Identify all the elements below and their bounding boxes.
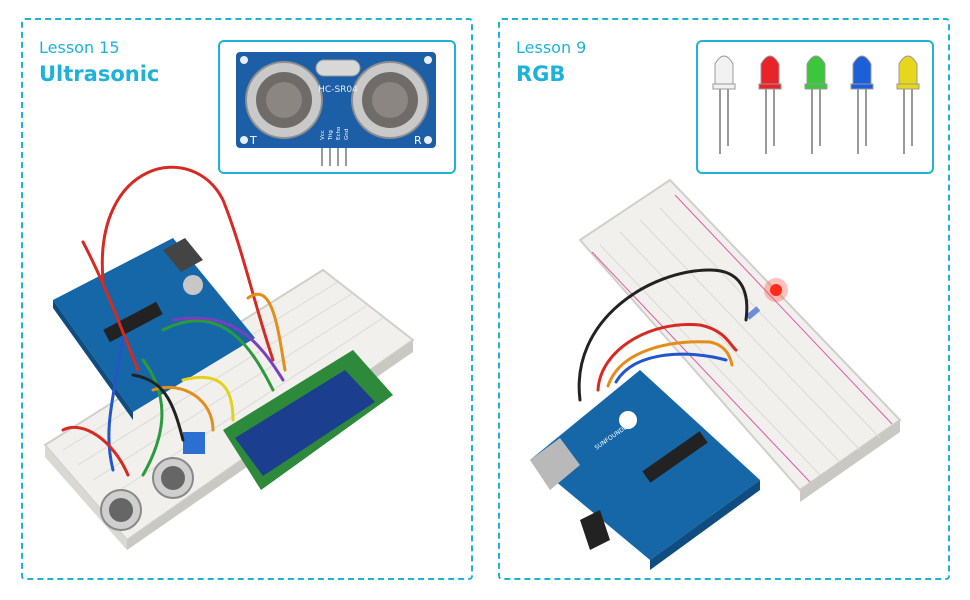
hc-sr04-module-photo: HC-SR04 T R Vcc Trig Echo Gnd <box>236 52 436 166</box>
led-blue <box>850 55 874 154</box>
usb-connector <box>530 438 580 490</box>
led-green <box>804 55 828 154</box>
lesson-number: Lesson 15 <box>39 38 120 57</box>
microcontroller-chip <box>103 301 163 343</box>
led <box>770 284 782 296</box>
resistor <box>745 306 761 320</box>
led-assortment-photo <box>712 55 920 154</box>
lcd-screen <box>235 370 375 476</box>
jumper-wires <box>61 165 287 477</box>
right-transducer <box>351 61 429 139</box>
rgb-lesson-card: Lesson 9 RGB SUNFOUNDER <box>498 18 950 580</box>
capacitor <box>183 275 203 295</box>
pin-label-trig: Trig <box>328 130 334 141</box>
potentiometer <box>183 432 205 454</box>
header-pins <box>321 148 347 166</box>
transmitter-mark: T <box>249 134 257 147</box>
jumper-wires <box>577 268 749 402</box>
ultrasonic-circuit-photo <box>43 165 415 550</box>
hc-sr04-module-inset: HC-SR04 T R Vcc Trig Echo Gnd <box>218 40 456 174</box>
ultrasonic-lesson-card: Lesson 15 Ultrasonic HC-SR04 T R <box>21 18 473 580</box>
rgb-circuit-photo: SUNFOUNDER <box>530 178 902 570</box>
lesson-title: RGB <box>516 62 566 86</box>
microcontroller-chip <box>642 431 708 483</box>
power-jack <box>580 510 610 550</box>
pin-label-echo: Echo <box>336 126 342 140</box>
led-red <box>758 55 782 154</box>
pin-label-vcc: Vcc <box>320 130 326 140</box>
arduino-uno-board <box>530 370 760 560</box>
lesson-number: Lesson 9 <box>516 38 587 57</box>
receiver-mark: R <box>414 134 422 147</box>
led-white <box>712 55 736 154</box>
usb-connector <box>163 238 203 272</box>
module-model-label: HC-SR04 <box>318 85 358 95</box>
led-assortment-inset <box>696 40 934 174</box>
left-transducer <box>245 61 323 139</box>
led-yellow <box>896 55 920 154</box>
pin-label-gnd: Gnd <box>344 129 350 140</box>
crystal-oscillator <box>315 59 361 77</box>
lesson-title: Ultrasonic <box>39 62 160 86</box>
